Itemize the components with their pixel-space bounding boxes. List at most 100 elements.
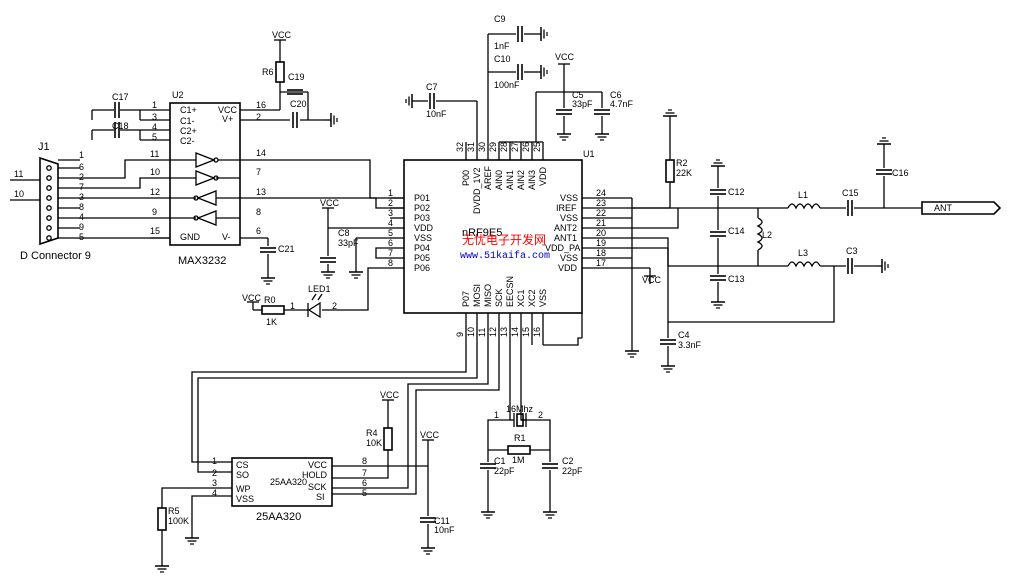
watermark-url: www.51kaifa.com <box>460 250 550 262</box>
u1-pin-num: 16 <box>532 327 542 337</box>
u2-pin-num: 14 <box>256 148 266 158</box>
u1-pin-num: 20 <box>596 228 606 238</box>
vcc-label: VCC <box>380 390 400 400</box>
r5-ref: R5 <box>168 506 180 516</box>
u1-pin-num: 25 <box>532 142 542 152</box>
u1-pin-name: VSS <box>560 193 578 203</box>
eeprom-pin-num: 8 <box>362 456 367 466</box>
u1-pin-num: 19 <box>596 238 606 248</box>
u1-name: nRF9E5 <box>462 227 502 239</box>
xtal-pin2-label: 2 <box>538 410 543 420</box>
u1-pin-num: 26 <box>521 142 531 152</box>
u1-pin-name: ANT1 <box>554 233 577 243</box>
eeprom-pin-name: SO <box>236 470 249 480</box>
u1-pin-num: 18 <box>596 248 606 258</box>
u2-pin-num: 12 <box>150 187 160 197</box>
c11-ref: C11 <box>434 516 450 526</box>
nrf9e5-u1: U1 nRF9E5 无忧电子开发网 www.51kaifa.com P01 P0… <box>388 34 678 345</box>
u1-pin-num: 13 <box>499 327 509 337</box>
l2-ref: L2 <box>762 230 772 240</box>
eeprom-pin-num: 7 <box>362 468 367 478</box>
u2-pin-num: 9 <box>152 207 157 217</box>
u2-pin-num: 2 <box>256 112 261 122</box>
u1-pin-num: 2 <box>388 198 393 208</box>
u2-name: MAX3232 <box>178 255 226 267</box>
c6-val: 4.7nF <box>610 99 634 109</box>
u1-pin-num: 27 <box>510 142 520 152</box>
u1-pin-name: VSS <box>560 253 578 263</box>
j1-pin-label: 4 <box>79 212 84 222</box>
u1-pin-num: 6 <box>388 238 393 248</box>
u1-pin-name: XC2 <box>527 289 537 307</box>
u1-pin-num: 4 <box>388 218 393 228</box>
u1-pin-name: VSS <box>538 289 548 307</box>
vdd-c8-led: VCC C8 33pF VCC R0 1K LED1 1 2 <box>242 198 390 327</box>
led-pin2-label: 2 <box>332 301 337 311</box>
u1-pin-num: 23 <box>596 198 606 208</box>
c1-val: 22pF <box>494 466 515 476</box>
c6-ref: C6 <box>610 90 622 100</box>
u2-pin-num: 10 <box>150 167 160 177</box>
c8-ref: C8 <box>338 228 350 238</box>
u1-pin-name: MOSI <box>472 284 482 307</box>
eeprom-pin-num: 4 <box>212 488 217 498</box>
u2-pin-name: V- <box>222 232 231 242</box>
eeprom-pin-name: CS <box>236 460 249 470</box>
max3232-u2: U2 MAX3232 C1+ C1- C2+ C2- VCC V+ GND V-… <box>91 30 404 285</box>
r4-val: 10K <box>366 438 382 448</box>
c7-val: 10nF <box>426 109 447 119</box>
c5-ref: C5 <box>572 90 584 100</box>
u2-pin-name: V+ <box>222 114 233 124</box>
eeprom-25aa320: 25AA320 25AA320 CS SO WP VSS VCC HOLD SC… <box>154 390 455 573</box>
c2-ref: C2 <box>562 456 574 466</box>
c7-ref: C7 <box>426 82 438 92</box>
u1-pin-name: XC1 <box>516 289 526 307</box>
u1-top-pins: P00 DVDD_1V2 AREF AIN0 AIN1 AIN2 AIN3 VD… <box>455 34 548 214</box>
top-decoupling: C9 1nF C10 100nF C7 10nF VCC C5 33pF C6 … <box>405 14 634 142</box>
j1-pin-label: 9 <box>79 222 84 232</box>
u1-pin-name: AREF <box>483 165 493 190</box>
r0-val: 1K <box>266 317 277 327</box>
u1-pin-name: AIN0 <box>494 170 504 190</box>
u1-pin-name: VDD_PA <box>545 243 580 253</box>
rf-section: R2 22K C12 C14 C13 L2 L1 C15 ANT C16 <box>624 109 1002 373</box>
u2-pin-num: 15 <box>150 226 160 236</box>
eeprom-ref: 25AA320 <box>256 511 301 523</box>
r2-val: 22K <box>676 168 692 178</box>
j1-pin-label: 3 <box>79 192 84 202</box>
u1-pin-num: 22 <box>596 208 606 218</box>
eeprom-pin-num: 6 <box>362 478 367 488</box>
j1-ref: J1 <box>38 141 50 153</box>
u1-left-pins: P01 P02 P03 VDD VSS P04 P05 P06 1 2 3 4 … <box>388 188 434 273</box>
j1-pin-label: 8 <box>79 202 84 212</box>
u1-pin-num: 5 <box>388 228 393 238</box>
eeprom-pin-num: 3 <box>212 478 217 488</box>
u1-pin-name: VSS <box>414 233 432 243</box>
u1-pin-num: 8 <box>388 258 393 268</box>
watermark-cn: 无忧电子开发网 <box>462 232 546 247</box>
u2-pin-num: 11 <box>150 149 159 159</box>
u2-pin-name: C2+ <box>180 126 197 136</box>
l3-ref: L3 <box>798 248 808 258</box>
c3-ref: C3 <box>846 246 858 256</box>
eeprom-pin-name: VCC <box>308 460 328 470</box>
j1-side-11: 11 <box>14 169 23 179</box>
u2-pin-name: C2- <box>180 136 195 146</box>
r0-ref: R0 <box>264 295 276 305</box>
u1-pin-name: AIN2 <box>516 170 526 190</box>
u1-pin-name: P07 <box>461 291 471 307</box>
c1-ref: C1 <box>494 456 506 466</box>
c11-val: 10nF <box>434 525 455 535</box>
u1-pin-num: 11 <box>477 328 487 337</box>
eeprom-pin-name: WP <box>236 484 251 494</box>
u1-right-pins: VSS IREF VSS ANT2 ANT1 VDD_PA VSS VDD 24… <box>545 188 678 273</box>
j1-pin-label: 6 <box>79 162 84 172</box>
u1-pin-name: P00 <box>461 170 471 186</box>
vcc-label: VCC <box>242 293 262 303</box>
u1-pin-num: 15 <box>521 327 531 337</box>
u1-pin-num: 9 <box>455 332 465 337</box>
u1-pin-num: 31 <box>466 142 476 152</box>
c10-ref: C10 <box>494 54 511 64</box>
u1-pin-num: 30 <box>477 142 487 152</box>
